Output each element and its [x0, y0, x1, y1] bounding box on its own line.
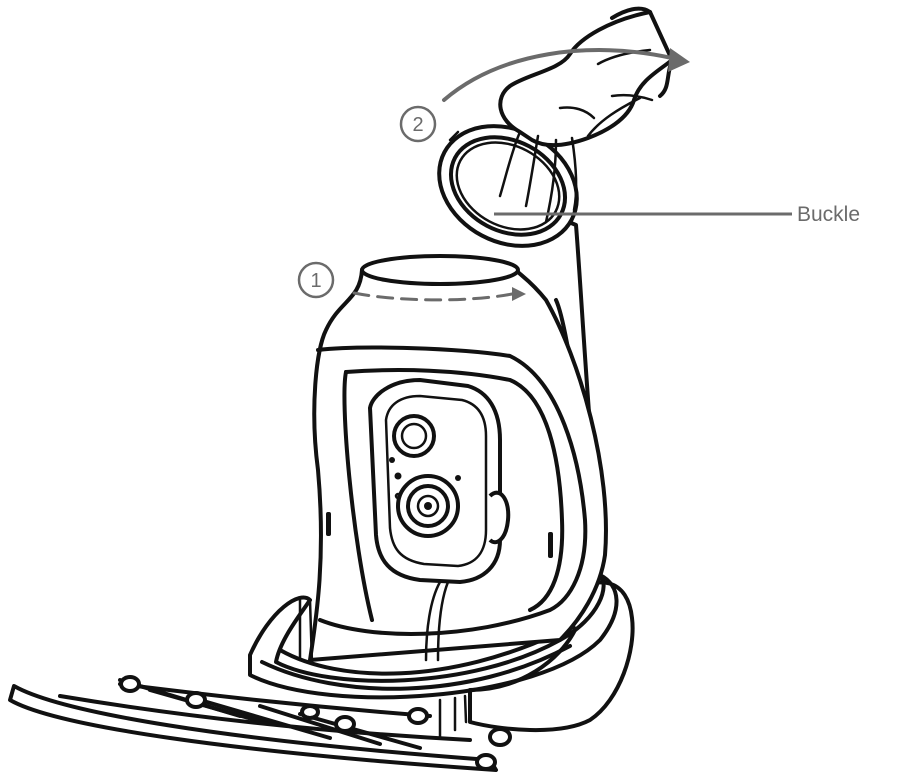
step-2-number: 2 — [412, 114, 423, 136]
step-1-number: 1 — [310, 270, 321, 292]
mount-base — [10, 677, 510, 770]
step-1-marker: 1 — [299, 263, 333, 297]
step-2-marker: 2 — [401, 107, 435, 141]
buckle-label: Buckle — [797, 203, 860, 226]
camera-housing — [300, 220, 606, 664]
